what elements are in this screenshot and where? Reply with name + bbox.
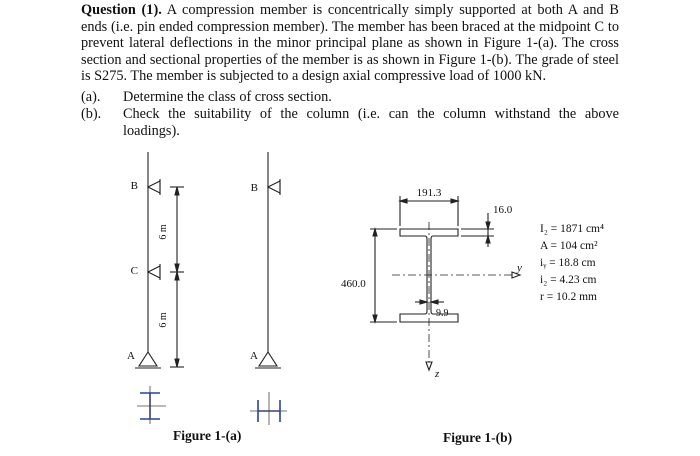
support-b-right: [266, 180, 281, 194]
span-top-label: 6 m: [158, 224, 169, 240]
label-a-left: A: [127, 350, 135, 362]
question-heading: Question (1).: [81, 2, 162, 18]
support-c-left: [146, 265, 161, 279]
label-b-right: B: [251, 182, 258, 194]
figure-a-caption: Figure 1-(a): [173, 428, 242, 443]
prop-area: A = 104 cm²: [540, 240, 598, 252]
part-b-label: (b).: [81, 106, 102, 122]
part-b-text: Check the suitability of the column (i.e…: [123, 106, 619, 139]
support-a-left: [137, 350, 159, 367]
question-body: A compression member is concentrically s…: [81, 2, 619, 85]
support-a-right: [257, 350, 279, 367]
figure-b-caption: Figure 1-(b): [443, 430, 513, 445]
support-b-left: [146, 180, 161, 194]
i-section: [370, 196, 522, 372]
prop-iz: I₂ = 1871 cm⁴: [540, 223, 604, 235]
dim-depth: 460.0: [341, 278, 366, 290]
dim-web: 9.9: [436, 308, 449, 319]
span-bottom-label: 6 m: [158, 312, 169, 328]
axis-z-label: z: [434, 368, 440, 380]
label-b-left: B: [131, 180, 138, 192]
small-i-section-left: [137, 386, 166, 424]
label-c-left: C: [131, 265, 138, 277]
prop-iz-radius: i₂ = 4.23 cm: [540, 274, 597, 286]
dim-flange: 16.0: [493, 204, 513, 216]
question-paragraph: Question (1). A compression member is co…: [81, 2, 619, 85]
prop-r: r = 10.2 mm: [540, 291, 597, 303]
dim-width: 191.3: [417, 187, 442, 199]
small-i-section-right: [250, 392, 287, 425]
part-a-label: (a).: [81, 89, 101, 105]
label-a-right: A: [250, 350, 258, 362]
part-a-text: Determine the class of cross section.: [123, 89, 332, 105]
prop-iy: iᵧ = 18.8 cm: [540, 257, 596, 269]
axis-y-label: y: [516, 262, 522, 274]
